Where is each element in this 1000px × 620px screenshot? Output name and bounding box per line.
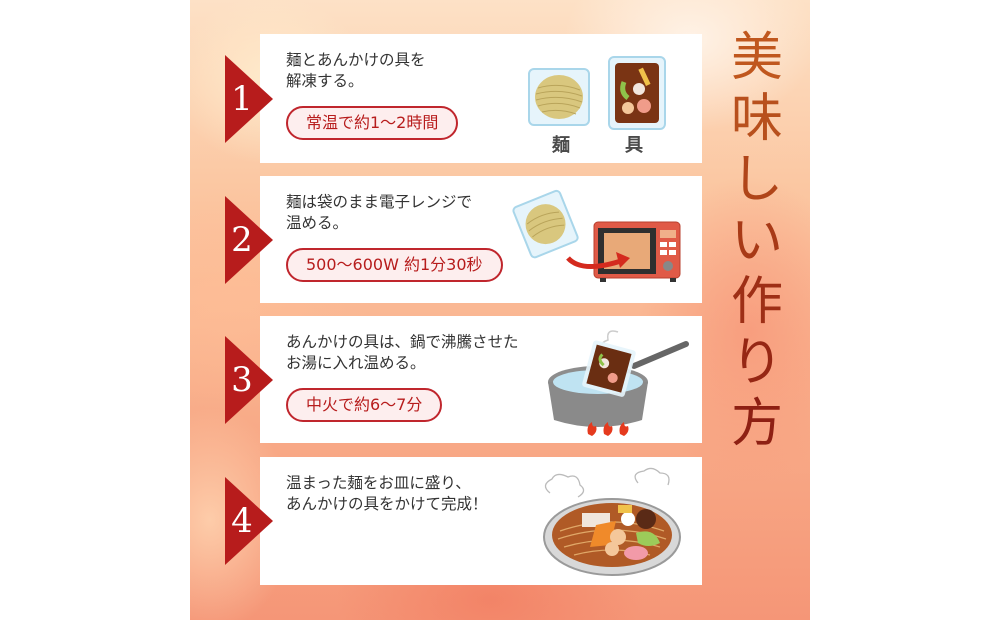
- noodle-label: 麺: [552, 135, 570, 156]
- step-2-time-badge: 500～600W 約1分30秒: [286, 248, 503, 282]
- step-1-arrow-icon: [225, 55, 273, 143]
- step-2-arrow-icon: [225, 196, 273, 284]
- step-3-time-badge: 中火で約6～7分: [286, 388, 443, 422]
- step-3-arrow-icon: [225, 336, 273, 424]
- step-1-description: 麺とあんかけの具を 解凍する。: [286, 51, 426, 90]
- step-1-time-badge: 常温で約1～2時間: [286, 106, 459, 140]
- title-char-7: 方: [730, 394, 783, 454]
- title-char-1: 美: [730, 28, 783, 88]
- title-char-3: し: [730, 150, 783, 210]
- step-2-description: 麺は袋のまま電子レンジで 温める。: [286, 193, 473, 232]
- recipe-panel: 麺とあんかけの具を 解凍する。 常温で約1～2時間 麺 具 1 麺は袋のまま電子…: [190, 0, 810, 620]
- page-title: 美 味 し い 作 り 方: [722, 28, 792, 455]
- frozen-topping-pack-icon: [608, 56, 666, 130]
- finished-ankake-noodles-icon: [543, 467, 681, 576]
- step-3-card: あんかけの具は、鍋で沸騰させた お湯に入れ温める。 中火で約6～7分: [260, 316, 702, 443]
- step-3-description: あんかけの具は、鍋で沸騰させた お湯に入れ温める。: [286, 333, 519, 372]
- frozen-noodle-pack-icon: [528, 68, 590, 126]
- title-char-5: 作: [730, 272, 783, 332]
- step-4-arrow-icon: [225, 477, 273, 565]
- step-3-number: 3: [231, 360, 253, 400]
- step-1-number: 1: [231, 79, 253, 119]
- step-4-card: 温まった麺をお皿に盛り、 あんかけの具をかけて完成！: [260, 457, 702, 585]
- pot-boiling-icon: [548, 330, 689, 436]
- step-2-number: 2: [231, 220, 253, 260]
- step-4-number: 4: [231, 501, 253, 541]
- step-2-card: 麺は袋のまま電子レンジで 温める。 500～600W 約1分30秒: [260, 176, 702, 303]
- step-4-description: 温まった麺をお皿に盛り、 あんかけの具をかけて完成！: [286, 474, 488, 513]
- step-1-card: 麺とあんかけの具を 解凍する。 常温で約1～2時間 麺 具: [260, 34, 702, 163]
- topping-label: 具: [625, 135, 643, 156]
- title-char-4: い: [730, 211, 783, 271]
- title-char-6: り: [730, 333, 783, 393]
- microwave-heating-icon: [512, 189, 681, 282]
- title-char-2: 味: [730, 89, 783, 149]
